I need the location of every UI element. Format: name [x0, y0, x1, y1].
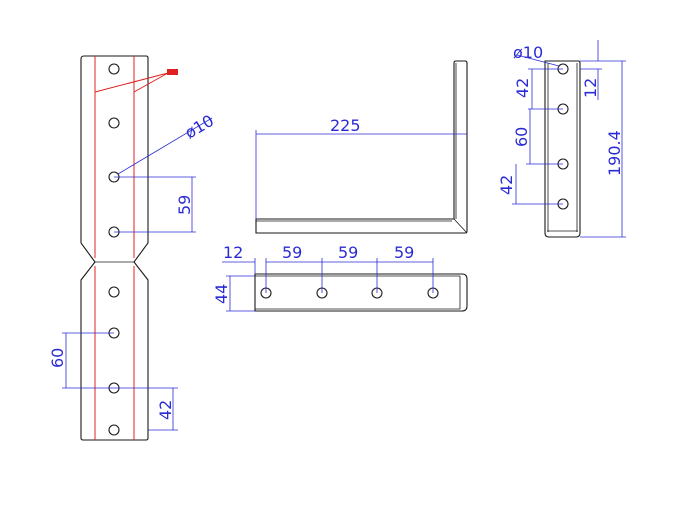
bottom-view-dimensions: 12 59 59 59 44 [212, 243, 434, 312]
flat-edge-42-label: 42 [156, 400, 175, 420]
end-pitch-60-label: 60 [512, 127, 531, 147]
flat-hole [108, 286, 120, 298]
side-width-225-label: 225 [330, 116, 361, 135]
bottom-view-outline [254, 273, 468, 312]
hole-diameter-leader [516, 54, 560, 67]
end-view [544, 60, 581, 238]
bottom-pitch-3-label: 59 [394, 243, 414, 262]
side-view-dimensions: 225 [255, 116, 467, 219]
bend-leader-2 [133, 72, 169, 93]
flat-hole [108, 117, 120, 129]
flat-hole-diameter-label: ø10 [182, 111, 218, 143]
side-view-outline [255, 60, 468, 234]
flat-pitch-59-label: 59 [175, 195, 194, 215]
end-edge-top-42-label: 42 [513, 78, 532, 98]
bottom-edge-12-label: 12 [223, 243, 243, 262]
end-overall-190-label: 190.4 [605, 130, 624, 176]
side-view [255, 60, 468, 234]
end-edge-bottom-42-label: 42 [497, 175, 516, 195]
flat-pitch-60-label: 60 [48, 348, 67, 368]
bend-leader-1 [94, 72, 169, 93]
bottom-pitch-1-label: 59 [282, 243, 302, 262]
hole-diameter-leader [117, 117, 213, 175]
end-edge-12-label: 12 [581, 78, 600, 98]
flat-pattern [80, 55, 178, 441]
bend-marker [167, 69, 178, 75]
end-hole-diameter-label: ø10 [513, 43, 543, 62]
flat-pattern-outline [80, 55, 149, 441]
flat-hole [108, 63, 120, 75]
bottom-view [254, 273, 468, 312]
side-view-bend-corner [453, 218, 468, 234]
bottom-pitch-2-label: 59 [338, 243, 358, 262]
end-view-dimensions: ø10 42 60 42 190.4 12 [497, 40, 626, 238]
flat-hole [108, 424, 120, 436]
end-view-outline [544, 60, 581, 238]
flat-pattern-dimensions: ø10 59 60 42 [48, 111, 218, 431]
bottom-height-44-label: 44 [212, 284, 231, 304]
